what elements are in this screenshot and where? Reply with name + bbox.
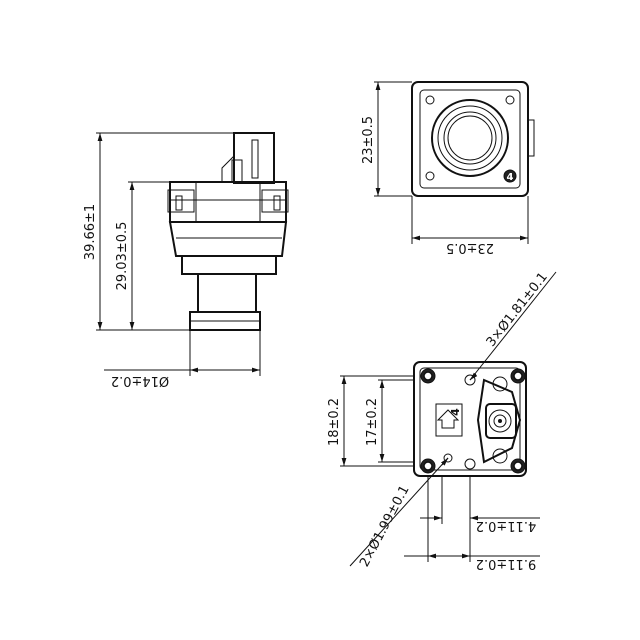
screw-top-right <box>510 368 526 384</box>
dim-overall-height: 39.66±1 <box>83 204 98 260</box>
screw-top-left <box>420 368 436 384</box>
top-marker-circle <box>503 169 517 183</box>
bottom-view: 4 3×Ø1.81±0.1 18±0.2 17±0.2 2×Ø1.99±0.1 … <box>327 270 557 571</box>
top-outer-ring <box>431 99 509 177</box>
rotated-body <box>476 378 522 464</box>
neck <box>181 255 277 275</box>
dim-pcb-inner: 17±0.2 <box>365 398 380 446</box>
top-marker-number: 4 <box>507 172 514 183</box>
bottom-marker-number: 4 <box>449 408 462 416</box>
dim-body-height: 29.03±0.5 <box>115 222 130 291</box>
dim-offset-small: 4.11±0.2 <box>476 518 537 533</box>
dim-pcb-outer: 18±0.2 <box>327 398 342 446</box>
dim-top-width: 23±0.5 <box>446 240 494 255</box>
screw-bottom-right <box>510 458 526 474</box>
direction-arrow-icon <box>436 409 460 429</box>
dim-peg-hole: 2×Ø1.99±0.1 <box>357 483 412 569</box>
top-view: 4 23±0.5 23±0.5 <box>361 81 535 255</box>
dim-mount-hole: 3×Ø1.81±0.1 <box>484 270 551 350</box>
side-view: 39.66±1 29.03±0.5 Ø14±0.2 <box>83 132 289 388</box>
shaft <box>197 273 257 313</box>
screw-bottom-left <box>420 458 436 474</box>
dim-bottom-diameter: Ø14±0.2 <box>111 373 169 388</box>
body-flange <box>169 181 287 223</box>
dim-offset-large: 9.11±0.2 <box>476 556 537 571</box>
lower-body <box>168 221 288 257</box>
dim-top-height: 23±0.5 <box>361 116 376 164</box>
